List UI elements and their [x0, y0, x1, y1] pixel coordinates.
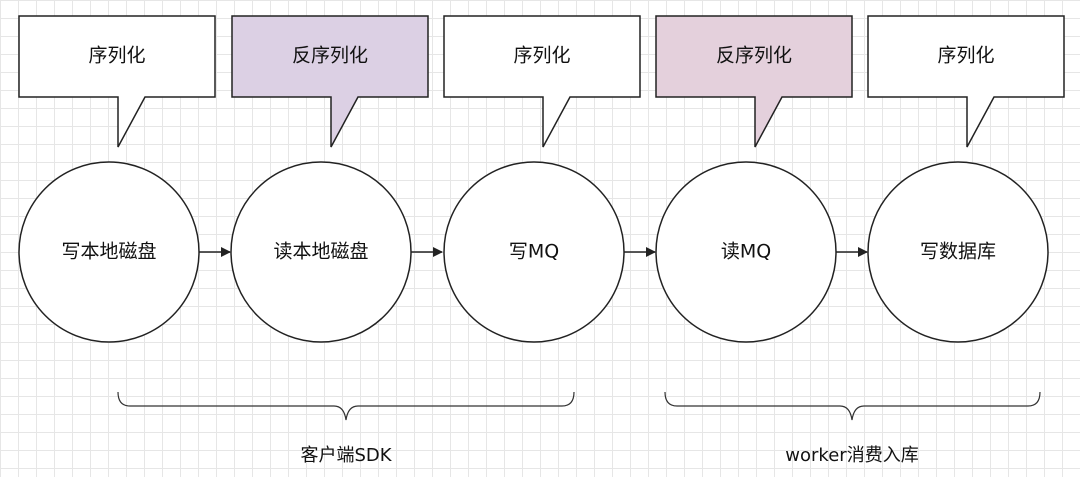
bubble-4: 反序列化 — [655, 15, 853, 148]
node-1: 写本地磁盘 — [18, 161, 200, 343]
bubble-4-shape — [655, 15, 853, 148]
bubble-3-label: 序列化 — [513, 45, 570, 67]
node-3: 写MQ — [443, 161, 625, 343]
group-worker-label: worker消费入库 — [785, 445, 918, 466]
node-2: 读本地磁盘 — [230, 161, 412, 343]
node-2-circle — [230, 161, 412, 343]
bubble-5-shape — [867, 15, 1065, 148]
brace-client-sdk — [117, 391, 575, 421]
bubble-2: 反序列化 — [231, 15, 429, 148]
node-1-circle — [18, 161, 200, 343]
node-4-circle — [655, 161, 837, 343]
bubble-5: 序列化 — [867, 15, 1065, 148]
bubble-2-shape — [231, 15, 429, 148]
node-2-label: 读本地磁盘 — [273, 241, 368, 263]
node-5: 写数据库 — [867, 161, 1049, 343]
bubble-1-shape — [18, 15, 216, 148]
bubble-1: 序列化 — [18, 15, 216, 148]
node-1-label: 写本地磁盘 — [61, 241, 156, 263]
bubble-1-label: 序列化 — [88, 45, 145, 67]
node-3-circle — [443, 161, 625, 343]
node-5-circle — [867, 161, 1049, 343]
bubble-2-label: 反序列化 — [292, 45, 368, 67]
bubble-3-shape — [443, 15, 641, 148]
bubble-3: 序列化 — [443, 15, 641, 148]
node-4: 读MQ — [655, 161, 837, 343]
group-client-sdk-label: 客户端SDK — [300, 445, 392, 466]
node-4-label: 读MQ — [721, 241, 771, 263]
brace-worker — [664, 391, 1041, 421]
node-5-label: 写数据库 — [920, 241, 996, 263]
bubble-4-label: 反序列化 — [716, 45, 792, 67]
bubble-5-label: 序列化 — [937, 45, 994, 67]
node-3-label: 写MQ — [509, 241, 559, 263]
